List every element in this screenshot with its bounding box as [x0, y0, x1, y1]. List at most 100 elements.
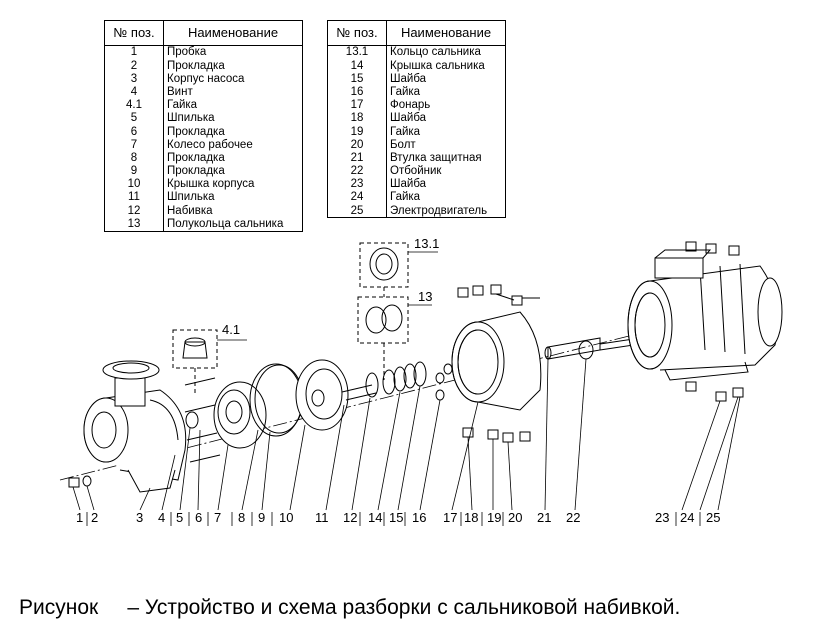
part-name: Шайба — [386, 72, 506, 86]
casing-cover — [295, 359, 349, 431]
position-number: 17 — [327, 98, 387, 112]
callout-2: 2 — [91, 510, 98, 525]
callout-21: 21 — [537, 510, 551, 525]
position-number: 18 — [327, 111, 387, 126]
callout-13-1: 13.1 — [414, 236, 439, 251]
callout-1: 1 — [76, 510, 83, 525]
column-header-name: Наименование — [386, 20, 506, 46]
part-name: Шайба — [386, 177, 506, 192]
callout-6: 6 — [195, 510, 202, 525]
part-name: Пробка — [163, 45, 303, 60]
part-name: Электродвигатель — [386, 204, 506, 219]
part-name: Набивка — [163, 204, 303, 218]
part-name: Гайка — [386, 85, 506, 99]
callout-17: 17 — [443, 510, 457, 525]
impeller — [213, 381, 267, 449]
figure-caption: Рисунок – Устройство и схема разборки с … — [19, 596, 681, 619]
callout-18: 18 — [464, 510, 478, 525]
part-name: Шпилька — [163, 111, 303, 126]
part-name: Гайка — [386, 125, 506, 139]
part-name: Винт — [163, 85, 303, 99]
callout-11: 11 — [315, 510, 329, 525]
deflector — [578, 340, 594, 360]
column-header-position: № поз. — [104, 20, 164, 46]
callout-22: 22 — [566, 510, 580, 525]
callout-16: 16 — [412, 510, 426, 525]
leader-lines — [72, 251, 741, 511]
part-name: Прокладка — [163, 151, 303, 165]
position-number: 20 — [327, 138, 387, 152]
callout-4-1: 4.1 — [222, 322, 240, 337]
electric-motor — [627, 249, 783, 381]
column-header-name: Наименование — [163, 20, 303, 46]
position-number: 16 — [327, 85, 387, 99]
callout-8: 8 — [238, 510, 245, 525]
position-number: 10 — [104, 177, 164, 192]
callout-separators — [86, 512, 701, 526]
plug-and-gasket — [68, 475, 92, 488]
callout-14: 14 — [368, 510, 382, 525]
callout-3: 3 — [136, 510, 143, 525]
callout-10: 10 — [279, 510, 293, 525]
pump-casing — [83, 360, 187, 493]
part-name: Шайба — [386, 111, 506, 126]
part-name: Шпилька — [163, 191, 303, 205]
position-number: 25 — [327, 204, 387, 219]
bracket-lantern — [451, 311, 542, 411]
part-name: Болт — [386, 138, 506, 152]
part-name: Втулка защитная — [386, 151, 506, 165]
callout-7: 7 — [214, 510, 221, 525]
callout-12: 12 — [343, 510, 357, 525]
part-name: Фонарь — [386, 98, 506, 112]
part-name: Прокладка — [163, 59, 303, 73]
part-name: Гайка — [386, 191, 506, 205]
part-name: Крышка корпуса — [163, 177, 303, 192]
part-name: Гайка — [163, 98, 303, 112]
callout-9: 9 — [258, 510, 265, 525]
studs — [184, 377, 221, 463]
callout-19: 19 — [487, 510, 501, 525]
part-name: Прокладка — [163, 164, 303, 178]
callout-labels: 1 2 3 4 5 6 7 8 9 10 11 12 14 15 16 17 1… — [76, 236, 720, 525]
position-number: 15 — [327, 72, 387, 86]
callout-15: 15 — [389, 510, 403, 525]
gland-half-rings — [357, 296, 409, 344]
callout-25: 25 — [706, 510, 720, 525]
part-name: Кольцо сальника — [386, 45, 506, 60]
part-name: Крышка сальника — [386, 59, 506, 73]
part-name: Полукольца сальника — [163, 217, 303, 232]
gland-fasteners — [435, 363, 453, 401]
part-name: Отбойник — [386, 164, 506, 178]
callout-23: 23 — [655, 510, 669, 525]
cover-studs — [341, 384, 377, 401]
position-number: 19 — [327, 125, 387, 139]
bracket-bolts — [457, 284, 540, 443]
part-name: Колесо рабочее — [163, 138, 303, 152]
gland-ring — [359, 242, 409, 380]
callout-4: 4 — [158, 510, 165, 525]
part-name: Прокладка — [163, 125, 303, 139]
